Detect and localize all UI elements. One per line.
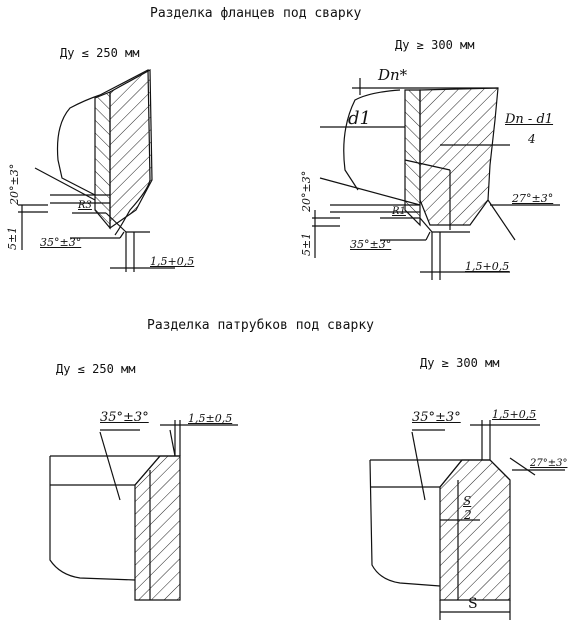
flange-large-root: 1,5+0,5 [465, 260, 510, 273]
flange-small-angle-bottom: 35°±3° [40, 236, 82, 249]
nozzle-title: Разделка патрубков под сварку [147, 318, 374, 333]
nozzle-large-angle-right: 27°±3° [530, 458, 568, 469]
nozzle-small-angle: 35°±3° [100, 410, 149, 425]
flange-small-root: 1,5+0,5 [150, 255, 195, 268]
nozzle-large-half-num: S [463, 494, 472, 508]
flange-large-angle-right: 27°±3° [512, 192, 554, 205]
flange-small-gap: 5±1 [6, 226, 19, 250]
nozzle-large-thickness: S [468, 596, 478, 612]
nozzle-large-drawing [369, 420, 565, 620]
flange-large-formula-den: 4 [528, 132, 536, 146]
flange-small-radius: R3 [78, 200, 92, 211]
flange-title: Разделка фланцев под сварку [150, 6, 362, 21]
flange-large-angle-bottom: 35°±3° [350, 238, 392, 251]
flange-large-formula-num: Dn - d1 [505, 112, 554, 127]
flange-large-radius: R1 [392, 206, 406, 217]
nozzle-small-drawing [49, 420, 238, 601]
flange-large-drawing [312, 78, 560, 280]
nozzle-large-condition: Ду ≥ 300 мм [420, 356, 500, 370]
nozzle-large-root: 1,5+0,5 [492, 408, 537, 421]
flange-large-condition: Ду ≥ 300 мм [395, 38, 475, 52]
nozzle-small-root: 1,5±0,5 [188, 412, 233, 425]
flange-large-gap: 5±1 [300, 232, 313, 256]
flange-small-condition: Ду ≤ 250 мм [60, 46, 140, 60]
flange-small-angle-top: 20°±3° [8, 163, 21, 205]
flange-large-angle-top: 20°±3° [300, 170, 313, 212]
flange-small-drawing [18, 68, 175, 272]
flange-large-d1: d1 [348, 108, 371, 129]
nozzle-large-half-den: 2 [464, 508, 472, 522]
nozzle-small-condition: Ду ≤ 250 мм [56, 362, 136, 376]
nozzle-large-angle: 35°±3° [412, 410, 461, 425]
flange-large-dn: Dn* [378, 66, 408, 84]
